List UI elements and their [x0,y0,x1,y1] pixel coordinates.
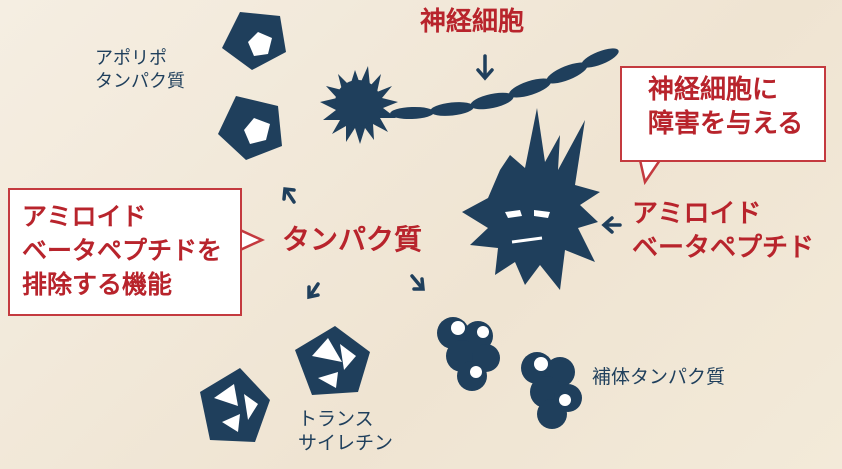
damage-callout [620,66,826,162]
trans-label-line2: サイレチン [298,431,394,454]
spiky-cell-icon [320,66,398,144]
cluster-protein-icon [521,352,582,429]
arrow-icon [410,274,425,291]
complement-label: 補体タンパク質 [592,366,726,388]
damage-label-line2: 障害を与える [648,108,804,139]
amyloid-label: アミロイド ベータペプチド [632,198,814,266]
remove-callout [8,188,242,316]
arrow-icon [282,187,296,204]
arrow-icon [307,282,320,300]
neuron-label: 神経細胞 [420,7,525,37]
arrow-icon [476,54,494,81]
remove-label-line2: ベータペプチドを [22,235,223,265]
remove-label: アミロイド ベータペプチドを 排除する機能 [22,200,222,301]
cluster-protein-icon [437,317,500,391]
callout-tail [638,158,663,186]
trans-label: トランス サイレチン [298,408,393,456]
triangle-protein-icon [295,326,370,395]
callout-tail [238,228,266,252]
apolipo-label-line2: タンパク質 [95,70,185,92]
amyloid-monster-icon [462,108,600,290]
pentagon-protein-icon [218,96,282,160]
amyloid-label-line2: ベータペプチド [632,232,815,263]
protein-label: タンパク質 [282,223,423,256]
remove-label-line1: アミロイド [22,202,147,231]
triangle-protein-icon [200,368,270,442]
apolipo-label-line1: アポリポ [95,48,167,69]
axon-chain-icon [390,48,619,120]
damage-label: 神経細胞に 障害を与える [648,74,803,142]
amyloid-label-line1: アミロイド [632,199,762,229]
apolipo-label: アポリポ タンパク質 [95,48,185,93]
arrow-icon [601,216,622,234]
damage-label-line1: 神経細胞に [648,75,779,105]
trans-label-line1: トランス [298,408,374,430]
pentagon-protein-icon [222,12,286,70]
remove-label-line3: 排除する機能 [22,269,173,299]
